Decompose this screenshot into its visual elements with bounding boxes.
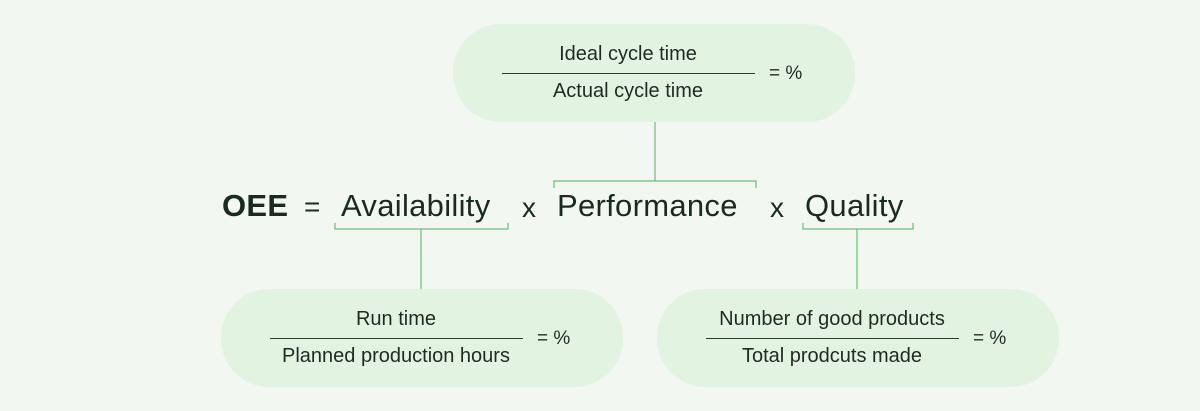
quality-numerator: Number of good products (719, 308, 945, 330)
availability-fraction-bar (270, 338, 523, 339)
quality-denominator: Total prodcuts made (741, 345, 923, 367)
multiply-operator-2: x (770, 192, 785, 223)
quality-bracket (802, 223, 914, 230)
performance-result: = % (769, 63, 803, 84)
availability-denominator: Planned production hours (282, 345, 510, 367)
availability-numerator: Run time (355, 308, 437, 330)
quality-result: = % (973, 328, 1007, 349)
quality-fraction-bar (706, 338, 959, 339)
availability-result: = % (537, 328, 571, 349)
performance-numerator: Ideal cycle time (559, 43, 697, 65)
oee-label: OEE (222, 188, 289, 223)
multiply-operator-1: x (522, 192, 537, 223)
performance-fraction-bar (502, 73, 755, 74)
equals-sign: = (304, 191, 321, 222)
availability-term: Availability (341, 188, 491, 223)
performance-term: Performance (557, 188, 738, 223)
quality-term: Quality (805, 188, 904, 223)
performance-denominator: Actual cycle time (552, 80, 704, 102)
